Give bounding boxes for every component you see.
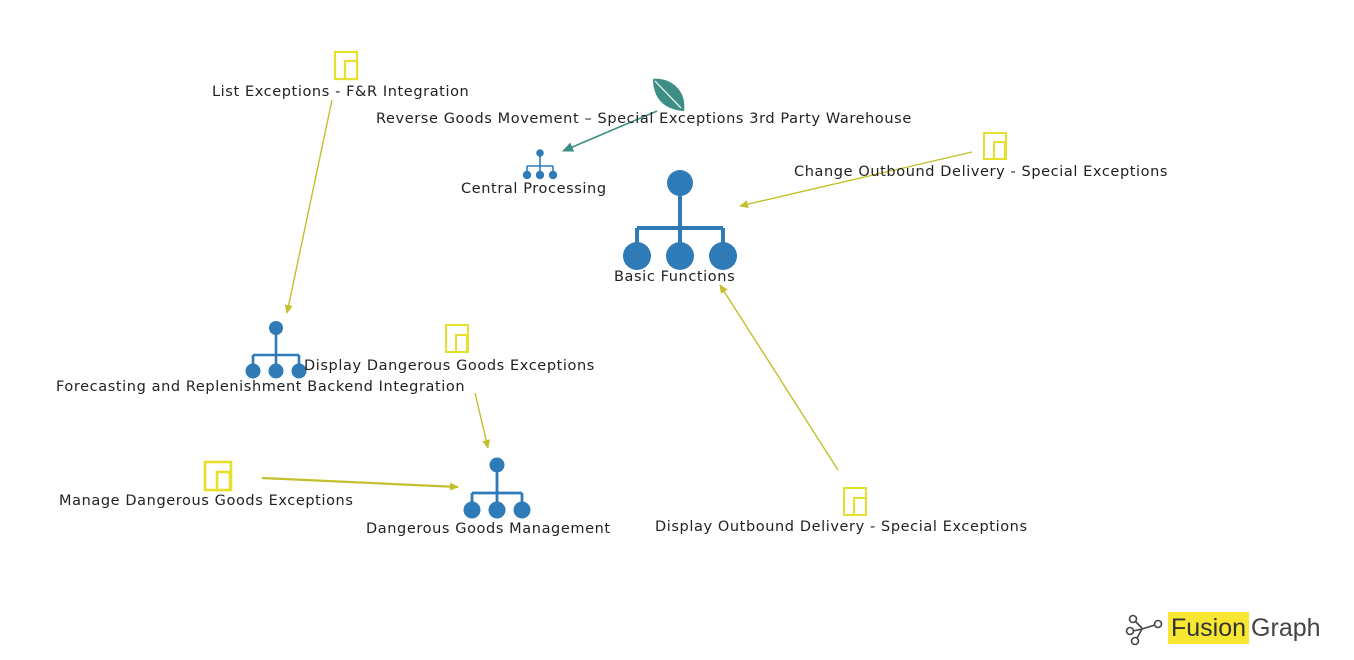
edge-display-dg-to-dg-management <box>474 392 491 449</box>
edge-manage-dg-to-dg-management <box>261 476 459 491</box>
brand-graph-text: Graph <box>1251 614 1321 642</box>
app-screen-icon[interactable] <box>333 50 359 81</box>
edge-display-outbound-to-basic-functions <box>719 284 839 471</box>
node-label-display-dg[interactable]: Display Dangerous Goods Exceptions <box>304 358 595 374</box>
node-label-central-processing[interactable]: Central Processing <box>461 181 607 197</box>
hierarchy-icon[interactable] <box>623 170 737 270</box>
node-label-manage-dg[interactable]: Manage Dangerous Goods Exceptions <box>59 493 354 509</box>
node-label-reverse-goods[interactable]: Reverse Goods Movement – Special Excepti… <box>376 111 912 127</box>
node-label-dg-management[interactable]: Dangerous Goods Management <box>366 521 611 537</box>
edge-change-outbound-to-basic-functions <box>739 151 973 209</box>
graph-link-icon <box>1125 614 1163 646</box>
node-label-change-outbound[interactable]: Change Outbound Delivery - Special Excep… <box>794 164 1169 180</box>
hierarchy-icon[interactable] <box>245 321 307 379</box>
hierarchy-icon[interactable] <box>522 149 558 180</box>
edge-list-exceptions-to-forecasting <box>284 99 333 314</box>
node-label-forecasting[interactable]: Forecasting and Replenishment Backend In… <box>56 379 466 395</box>
app-screen-icon[interactable] <box>843 487 867 516</box>
app-screen-icon[interactable] <box>983 132 1007 160</box>
brand-fusion-text: Fusion <box>1168 612 1250 644</box>
fusiongraph-logo: Fusion Graph <box>1124 610 1321 646</box>
hierarchy-icon[interactable] <box>463 457 531 519</box>
leaf-icon[interactable] <box>653 78 685 111</box>
node-label-list-exceptions[interactable]: List Exceptions - F&R Integration <box>212 84 470 100</box>
app-screen-icon[interactable] <box>445 324 469 353</box>
node-label-display-outbound[interactable]: Display Outbound Delivery - Special Exce… <box>655 519 1028 535</box>
app-screen-icon[interactable] <box>203 460 233 492</box>
edges <box>261 99 973 491</box>
node-label-basic-functions[interactable]: Basic Functions <box>614 269 736 285</box>
edge-reverse-goods-to-central-processing <box>562 110 658 152</box>
